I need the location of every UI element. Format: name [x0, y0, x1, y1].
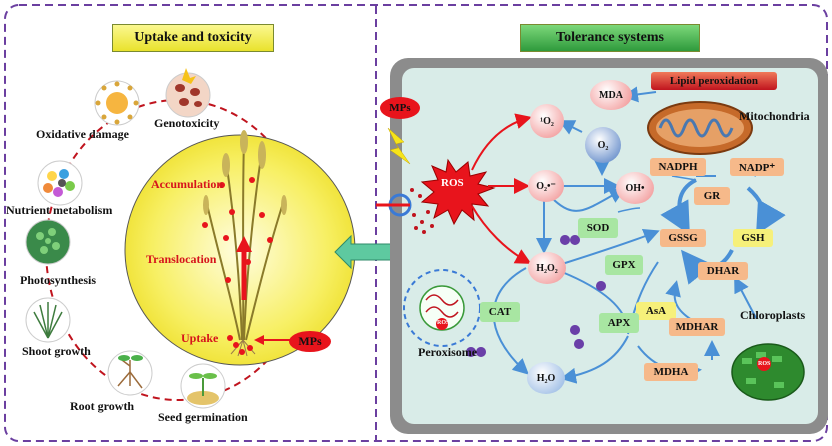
- lipid-peroxidation-box: Lipid peroxidation: [651, 72, 777, 90]
- effect-root-growth: Root growth: [70, 399, 135, 413]
- gr-box: GR: [694, 187, 730, 205]
- right-mps-tag: MPs: [380, 97, 420, 119]
- effect-shoot-growth: Shoot growth: [22, 344, 91, 358]
- ros-burst: [420, 158, 496, 226]
- singlet-oxygen-node: ¹O₂: [530, 104, 564, 138]
- asa-box: AsA: [636, 302, 676, 320]
- left-mps-tag: MPs: [289, 331, 331, 352]
- o2-node: O₂: [585, 127, 621, 163]
- sod-box: SOD: [578, 218, 618, 238]
- h2o-node: H₂O: [527, 362, 565, 394]
- hydroxyl-node: OH•: [616, 172, 654, 204]
- mdha-box: MDHA: [644, 363, 698, 381]
- ros-small-label: ROS: [437, 320, 450, 326]
- nadph-box: NADPH: [650, 158, 706, 176]
- gpx-box: GPX: [605, 255, 643, 275]
- dhar-box: DHAR: [698, 262, 748, 280]
- chloroplast-ros-label: ROS: [758, 361, 771, 367]
- left-diagram: [25, 68, 356, 409]
- effect-photosynthesis: Photosynthesis: [20, 273, 97, 287]
- effect-nutrient-metabolism: Nutrient metabolism: [6, 203, 113, 217]
- superoxide-node: O₂•⁻: [528, 170, 564, 202]
- peroxisome-label: Peroxisome: [418, 345, 478, 359]
- label-accumulation: Accumulation: [151, 177, 223, 191]
- apx-box: APX: [599, 313, 639, 333]
- cat-box: CAT: [480, 302, 520, 322]
- effect-seed-germination: Seed germination: [158, 410, 248, 424]
- mdhar-box: MDHAR: [669, 318, 725, 336]
- ros-label: ROS: [441, 177, 464, 189]
- label-translocation: Translocation: [146, 252, 217, 266]
- gsh-box: GSH: [733, 229, 773, 247]
- gssg-box: GSSG: [660, 229, 706, 247]
- mda-node: MDA: [590, 80, 632, 110]
- right-panel-title: Tolerance systems: [520, 24, 700, 52]
- nadp-box: NADP⁺: [730, 158, 784, 176]
- left-panel-title: Uptake and toxicity: [112, 24, 274, 52]
- effect-genotoxicity: Genotoxicity: [154, 116, 220, 130]
- effect-oxidative-damage: Oxidative damage: [36, 127, 129, 141]
- mp-particles: [202, 177, 273, 355]
- label-uptake: Uptake: [181, 331, 219, 345]
- mitochondria-label: Mitochondria: [739, 109, 810, 123]
- chloroplast-drawing: [731, 343, 805, 401]
- chloroplasts-label: Chloroplasts: [740, 308, 806, 322]
- mitochondria-drawing: [647, 101, 753, 155]
- h2o2-node: H₂O₂: [528, 252, 566, 284]
